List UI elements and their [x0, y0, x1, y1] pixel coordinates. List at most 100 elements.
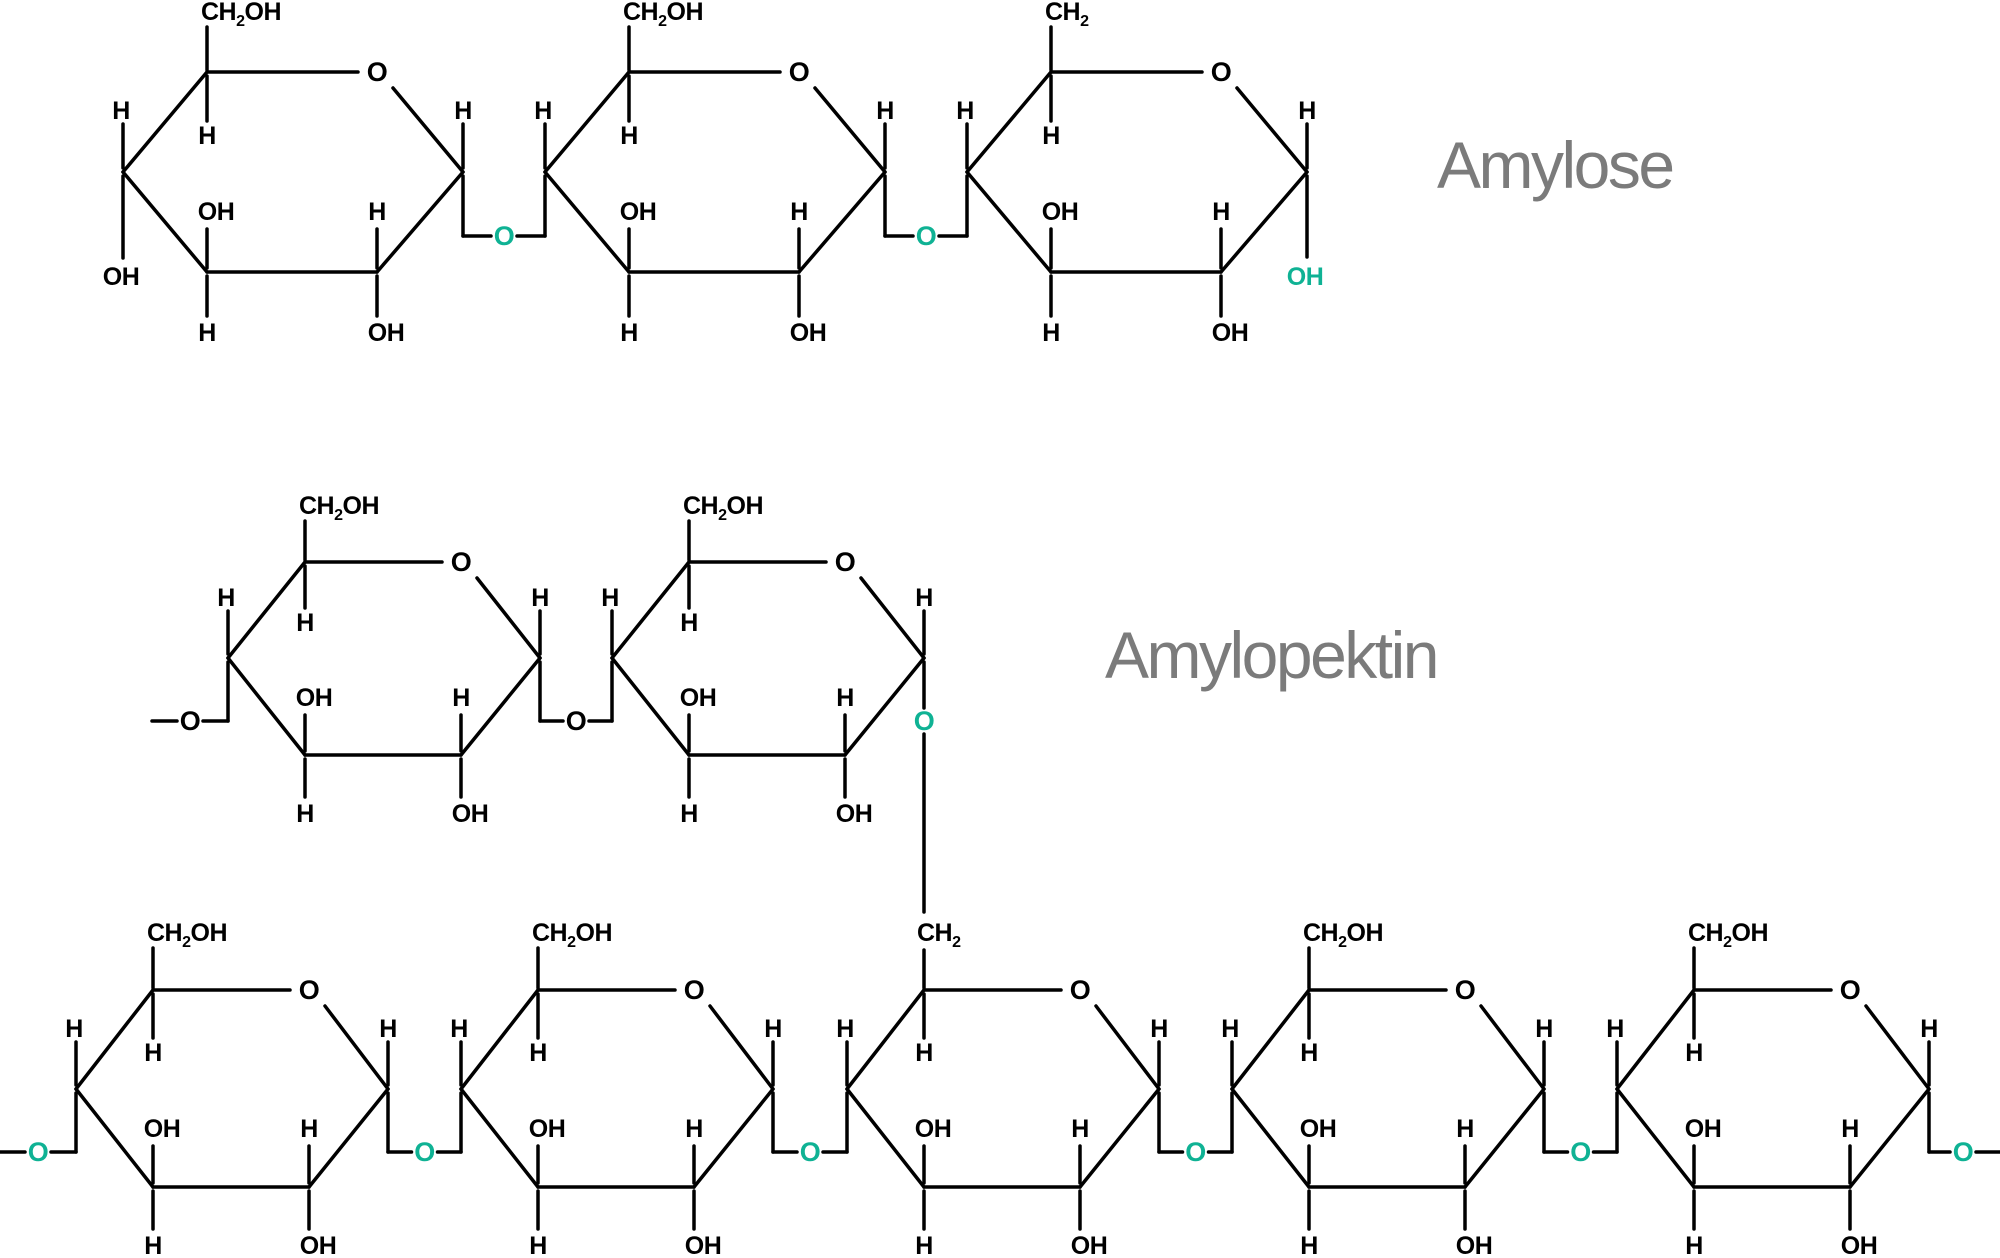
hydrogen-label: H [454, 97, 472, 125]
glycosidic-oxygen-label: O [1570, 1137, 1591, 1167]
ring-edge [843, 656, 926, 757]
hydroxyl-label: OH [1456, 1232, 1493, 1258]
ring-edge [1479, 1004, 1546, 1091]
terminal-oh-label: OH [103, 263, 140, 291]
hydroxyl-label: OH [1042, 198, 1079, 226]
hydrogen-label: H [620, 122, 638, 150]
hydroxyl-label: OH [1071, 1232, 1108, 1258]
hydrogen-label: H [144, 1232, 162, 1258]
ring-edge [1219, 170, 1309, 274]
hydroxyl-label: OH [198, 198, 235, 226]
hydrogen-label: H [300, 1115, 318, 1143]
ring-edge [1615, 1087, 1696, 1189]
ring-oxygen-label: O [835, 547, 856, 577]
hydrogen-label: H [1300, 1232, 1318, 1258]
ch2oh-label: CH2OH [1303, 919, 1383, 951]
hydrogen-label: H [790, 198, 808, 226]
hydroxyl-label: OH [144, 1115, 181, 1143]
hydrogen-label: H [1071, 1115, 1089, 1143]
ring-oxygen-label: O [1070, 975, 1091, 1005]
ring-edge [323, 1004, 390, 1091]
hydrogen-label: H [529, 1232, 547, 1258]
hydrogen-label: H [764, 1015, 782, 1043]
hydroxyl-label: OH [620, 198, 657, 226]
ch2-label: CH2 [917, 919, 961, 951]
hydrogen-label: H [112, 97, 130, 125]
ring-oxygen-label: O [451, 547, 472, 577]
hydrogen-label: H [1221, 1015, 1239, 1043]
hydroxyl-label: OH [1685, 1115, 1722, 1143]
hydrogen-label: H [296, 800, 314, 828]
ring-edge [708, 1004, 775, 1091]
ring-edge [307, 1087, 390, 1189]
glycosidic-oxygen-label: O [180, 706, 201, 736]
ring-edge [475, 576, 542, 660]
hydroxyl-label: OH [680, 684, 717, 712]
hydrogen-label: H [450, 1015, 468, 1043]
ring-edge [74, 1087, 155, 1189]
hydrogen-label: H [1685, 1232, 1703, 1258]
ring-edge [1230, 1087, 1311, 1189]
ring-oxygen-label: O [1840, 975, 1861, 1005]
ring-edge [845, 988, 926, 1091]
ch2oh-label: CH2OH [623, 0, 703, 30]
ring-edge [121, 70, 209, 174]
glycosidic-oxygen-label: O [1185, 1137, 1206, 1167]
hydrogen-label: H [685, 1115, 703, 1143]
ring-edge [1463, 1087, 1546, 1189]
ring-edge [226, 656, 307, 757]
ch2oh-label: CH2OH [299, 492, 379, 524]
ring-edge [375, 170, 465, 274]
ch2oh-label: CH2OH [683, 492, 763, 524]
hydrogen-label: H [915, 1232, 933, 1258]
ring-edge [610, 560, 691, 660]
ring-oxygen-label: O [789, 57, 810, 87]
hydrogen-label: H [198, 319, 216, 347]
hydrogen-label: H [65, 1015, 83, 1043]
glycosidic-oxygen-label: O [566, 706, 587, 736]
hydrogen-label: H [1150, 1015, 1168, 1043]
ring-oxygen-label: O [299, 975, 320, 1005]
ring-edge [813, 86, 887, 174]
glycosidic-oxygen-label: O [414, 1137, 435, 1167]
ring-edge [1078, 1087, 1161, 1189]
hydrogen-label: H [956, 97, 974, 125]
hydrogen-label: H [915, 1039, 933, 1067]
glycosidic-oxygen-label: O [800, 1137, 821, 1167]
ch2oh-label: CH2OH [147, 919, 227, 951]
amylopektin-title: Amylopektin [1105, 618, 1437, 692]
ring-edge [459, 1087, 540, 1189]
hydrogen-label: H [601, 584, 619, 612]
ring-edge [692, 1087, 775, 1189]
hydrogen-label: H [1042, 319, 1060, 347]
hydroxyl-label: OH [368, 319, 405, 347]
hydrogen-label: H [836, 1015, 854, 1043]
glycosidic-oxygen-label: O [914, 706, 935, 736]
hydrogen-label: H [1456, 1115, 1474, 1143]
ring-edge [1848, 1087, 1931, 1189]
hydroxyl-label: OH [836, 800, 873, 828]
hydrogen-label: H [836, 684, 854, 712]
hydroxyl-label: OH [529, 1115, 566, 1143]
ring-edge [1230, 988, 1311, 1091]
hydrogen-label: H [1042, 122, 1060, 150]
ring-edge [543, 170, 631, 274]
hydrogen-label: H [915, 584, 933, 612]
hydrogen-label: H [1920, 1015, 1938, 1043]
hydrogen-label: H [529, 1039, 547, 1067]
hydroxyl-label: OH [790, 319, 827, 347]
ch2-label: CH2 [1045, 0, 1089, 30]
hydrogen-label: H [531, 584, 549, 612]
ring-edge [391, 86, 465, 174]
ring-edge [226, 560, 307, 660]
ring-edge [1094, 1004, 1161, 1091]
hydrogen-label: H [198, 122, 216, 150]
ring-edge [1615, 988, 1696, 1091]
hydrogen-label: H [1685, 1039, 1703, 1067]
ring-edge [543, 70, 631, 174]
ring-oxygen-label: O [1455, 975, 1476, 1005]
ring-edge [610, 656, 691, 757]
hydrogen-label: H [452, 684, 470, 712]
